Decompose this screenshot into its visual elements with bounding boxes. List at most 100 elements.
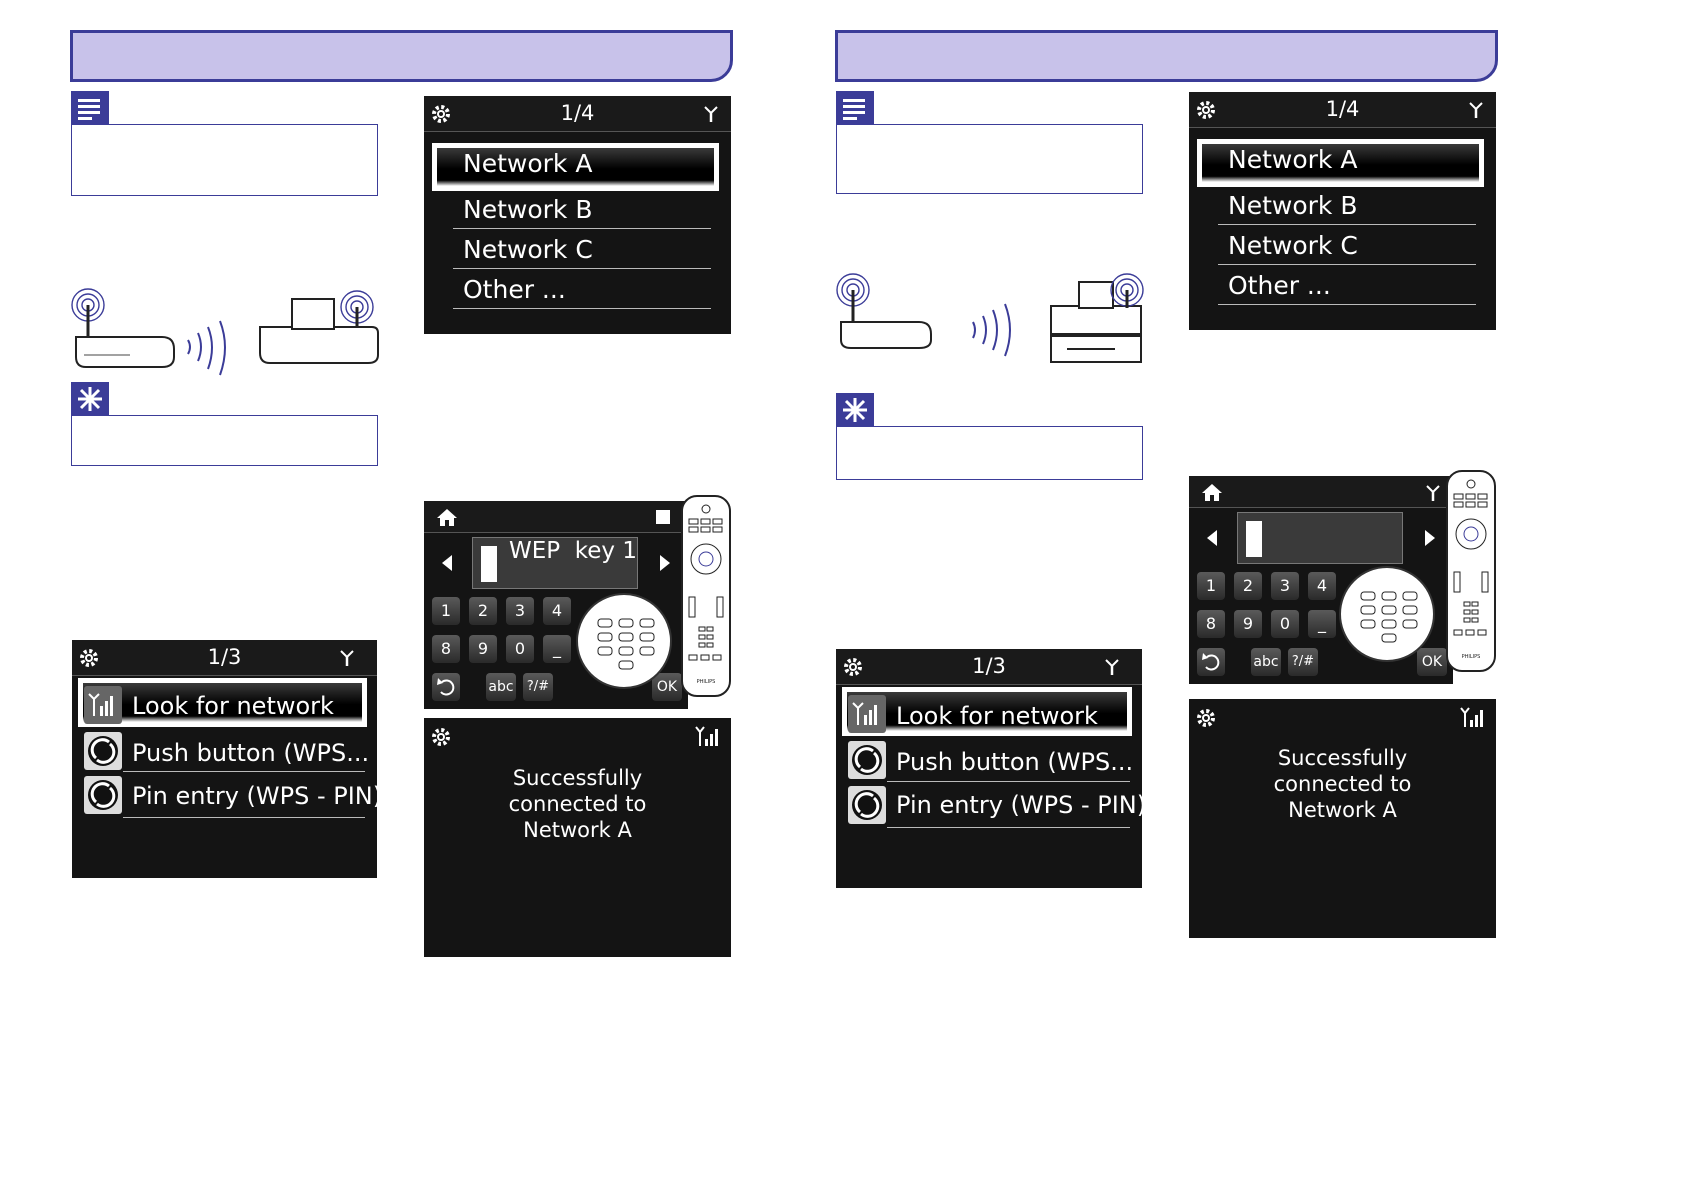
status-bar [1189, 476, 1453, 508]
section-header-left [70, 30, 733, 82]
network-item-selected[interactable] [432, 143, 719, 191]
network-item[interactable]: Network A [463, 149, 593, 178]
antenna-icon [1469, 102, 1483, 118]
network-item[interactable]: Network B [463, 195, 593, 224]
symbol-key[interactable]: ?/# [1288, 648, 1318, 676]
key-1[interactable]: 1 [1197, 572, 1225, 600]
gear-icon [844, 658, 862, 676]
note-icon [836, 91, 874, 125]
key-0[interactable]: 0 [506, 635, 534, 663]
tip-box-right [836, 426, 1143, 480]
key-9[interactable]: 9 [469, 635, 497, 663]
arrow-left-icon[interactable] [1207, 530, 1217, 546]
abc-key[interactable]: abc [486, 673, 516, 701]
wps-icon [84, 776, 122, 814]
setup-item[interactable]: Look for network [132, 692, 334, 720]
antenna-icon [1426, 485, 1440, 501]
abc-key[interactable]: abc [1251, 648, 1281, 676]
success-line: Successfully [1277, 746, 1408, 770]
gear-icon [1197, 101, 1215, 119]
stop-indicator [656, 510, 670, 524]
key-4[interactable]: 4 [543, 597, 571, 625]
status-bar: 1/4 [1189, 92, 1496, 128]
divider [453, 228, 711, 229]
arrow-right-icon[interactable] [1425, 530, 1435, 546]
network-item[interactable]: Network A [1228, 145, 1358, 174]
key-3[interactable]: 3 [1271, 572, 1299, 600]
wep-entry-screen-right: 1 2 3 4 8 9 0 _ abc ?/# OK [1189, 476, 1453, 684]
key-3[interactable]: 3 [506, 597, 534, 625]
network-item[interactable]: Network C [463, 235, 593, 264]
ok-key[interactable]: OK [1417, 648, 1447, 676]
key-0[interactable]: 0 [1271, 610, 1299, 638]
key-1[interactable]: 1 [432, 597, 460, 625]
divider [123, 817, 365, 818]
key-8[interactable]: 8 [1197, 610, 1225, 638]
status-bar [424, 501, 688, 533]
note-box-right [836, 124, 1143, 194]
key-4[interactable]: 4 [1308, 572, 1336, 600]
keypad-zoom [576, 593, 672, 689]
arrow-right-icon[interactable] [660, 555, 670, 571]
wps-icon [84, 732, 122, 770]
setup-item-selected[interactable] [78, 678, 367, 727]
key-underscore[interactable]: _ [1308, 610, 1336, 638]
remote-control-left: PHILIPS [681, 495, 731, 697]
success-line: Network A [523, 818, 632, 842]
arrow-left-icon[interactable] [442, 555, 452, 571]
page-indicator: 1/4 [1325, 97, 1360, 121]
symbol-key[interactable]: ?/# [523, 673, 553, 701]
divider [887, 827, 1130, 828]
back-key[interactable] [432, 673, 460, 701]
network-item[interactable]: Network C [1228, 231, 1358, 260]
setup-item[interactable]: Look for network [896, 702, 1098, 730]
wps-icon [848, 741, 886, 779]
wep-entry-screen-left: WEP key 1 1 2 3 4 8 9 0 _ abc ?/# OK [424, 501, 688, 709]
svg-text:PHILIPS: PHILIPS [1462, 654, 1481, 660]
key-2[interactable]: 2 [469, 597, 497, 625]
home-icon[interactable] [1201, 482, 1223, 502]
setup-item[interactable]: Pin entry (WPS - PIN) [896, 791, 1147, 819]
key-2[interactable]: 2 [1234, 572, 1262, 600]
antenna-icon [340, 650, 354, 666]
setup-item[interactable]: Push button (WPS... [896, 748, 1134, 776]
network-item[interactable]: Other ... [1228, 271, 1331, 300]
setup-item[interactable]: Pin entry (WPS - PIN) [132, 782, 383, 810]
svg-text:PHILIPS: PHILIPS [697, 679, 716, 685]
signal-icon [84, 686, 122, 724]
text-cursor [481, 546, 497, 582]
home-icon[interactable] [436, 507, 458, 527]
divider [453, 268, 711, 269]
setup-item-selected[interactable] [842, 687, 1132, 736]
router-illustration-left [71, 288, 379, 376]
back-key[interactable] [1197, 648, 1225, 676]
success-screen-left: Successfully connected to Network A [424, 718, 731, 957]
signal-icon [695, 726, 718, 746]
section-header-right [835, 30, 1498, 82]
network-item-selected[interactable] [1197, 139, 1484, 187]
key-underscore[interactable]: _ [543, 635, 571, 663]
network-item[interactable]: Network B [1228, 191, 1358, 220]
setup-item[interactable]: Push button (WPS... [132, 739, 370, 767]
key-8[interactable]: 8 [432, 635, 460, 663]
key-9[interactable]: 9 [1234, 610, 1262, 638]
remote-control-right: PHILIPS [1446, 470, 1496, 672]
success-screen-right: Successfully connected to Network A [1189, 699, 1496, 938]
wep-key-field[interactable] [1237, 512, 1403, 564]
network-list-screen-right: 1/4 Network A Network B Network C Other … [1189, 92, 1496, 330]
gear-icon [80, 649, 98, 667]
wep-key-field[interactable]: WEP key 1 [472, 537, 638, 589]
divider [1218, 264, 1476, 265]
keypad-zoom [1339, 566, 1435, 662]
wps-icon [848, 786, 886, 824]
divider [123, 771, 365, 772]
page-indicator: 1/3 [207, 645, 242, 669]
tip-icon [71, 382, 109, 416]
signal-icon [848, 695, 886, 733]
success-line: Network A [1288, 798, 1397, 822]
divider [887, 781, 1130, 782]
page-indicator: 1/4 [560, 101, 595, 125]
back-icon [1202, 653, 1220, 671]
network-item[interactable]: Other ... [463, 275, 566, 304]
note-icon [71, 91, 109, 125]
